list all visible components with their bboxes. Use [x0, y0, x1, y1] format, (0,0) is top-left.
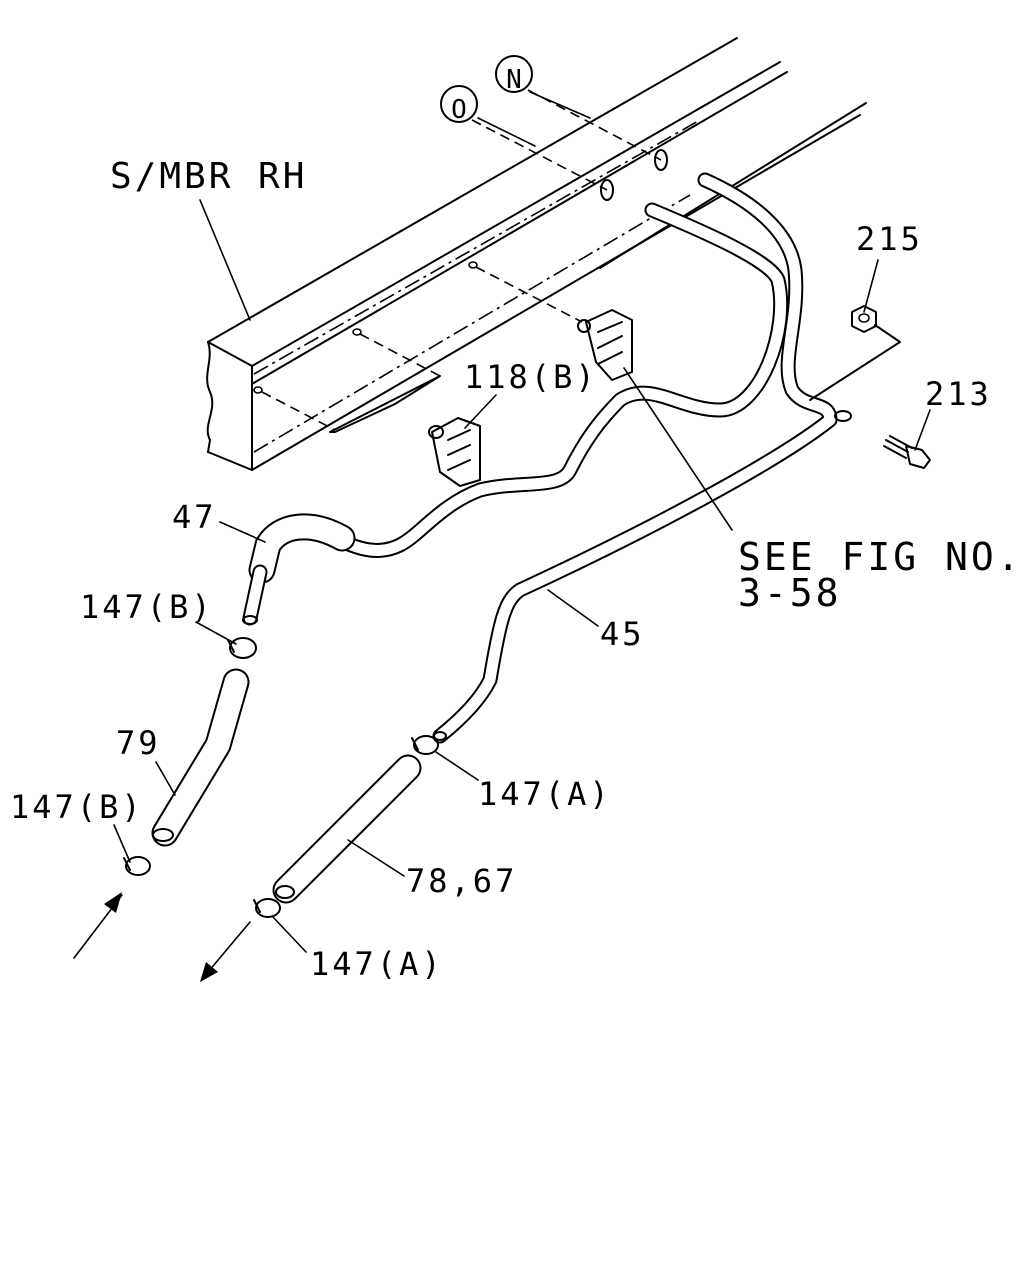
flow-arrows — [73, 892, 251, 982]
clamp-147b-top — [227, 637, 257, 659]
part-label-147a-bottom: 147(A) — [310, 945, 444, 983]
hidden-lines — [261, 89, 662, 431]
hose-79 — [151, 668, 250, 847]
frame-label: S/MBR RH — [110, 156, 307, 197]
circle-label-n: N — [506, 65, 522, 95]
part-label-47: 47 — [172, 498, 217, 536]
pipe-45 — [432, 172, 901, 744]
part-label-147b-top: 147(B) — [80, 588, 214, 626]
clamp-147a-top — [411, 735, 439, 755]
part-label-147a-top: 147(A) — [478, 775, 612, 813]
part-label-78-67: 78,67 — [406, 862, 517, 900]
nut-215 — [851, 305, 877, 333]
hose-78-67 — [272, 754, 422, 904]
bolt-213 — [883, 435, 931, 469]
leader-lines — [113, 91, 931, 953]
pipe-47 — [242, 202, 789, 626]
part-label-118b: 118(B) — [464, 358, 598, 396]
clamp-147a-bottom — [253, 898, 281, 918]
part-label-215: 215 — [856, 220, 923, 258]
side-member-frame — [206, 37, 867, 471]
see-fig-line1: SEE FIG NO. — [738, 535, 1023, 579]
part-label-213: 213 — [925, 375, 992, 413]
circle-label-o: O — [451, 95, 467, 125]
part-label-147b-bottom: 147(B) — [10, 788, 144, 826]
see-fig-line2: 3-58 — [738, 571, 842, 615]
part-label-45: 45 — [600, 615, 645, 653]
clip-118b-left — [428, 417, 481, 487]
clip-118b-right — [577, 309, 633, 381]
callout-circle-n — [495, 55, 533, 93]
callout-circle-o — [440, 85, 478, 123]
part-label-79: 79 — [116, 724, 161, 762]
clamp-147b-bottom — [123, 856, 151, 876]
